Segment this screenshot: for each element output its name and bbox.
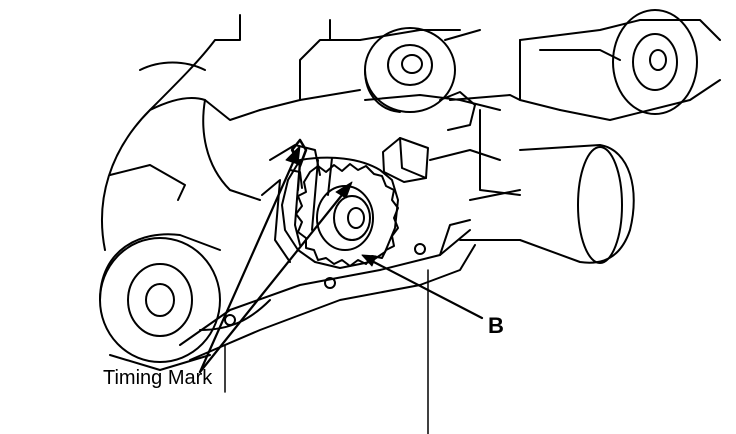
engine-block-outline: [101, 14, 501, 251]
oil-pump-housing: [261, 144, 321, 263]
callout-b-label: B: [488, 313, 504, 338]
right-pulley-assembly: [449, 9, 721, 196]
upper-idler-pulley: [364, 27, 481, 113]
lower-left-pulley: [99, 233, 221, 371]
bracket-block: [382, 91, 501, 183]
large-right-drum: [459, 144, 635, 264]
timing-mark-label: Timing Mark: [103, 367, 213, 389]
lower-cover-plate: [179, 219, 476, 361]
timing-mark-arrows: [198, 145, 353, 374]
callout-b-arrow: [361, 254, 484, 320]
